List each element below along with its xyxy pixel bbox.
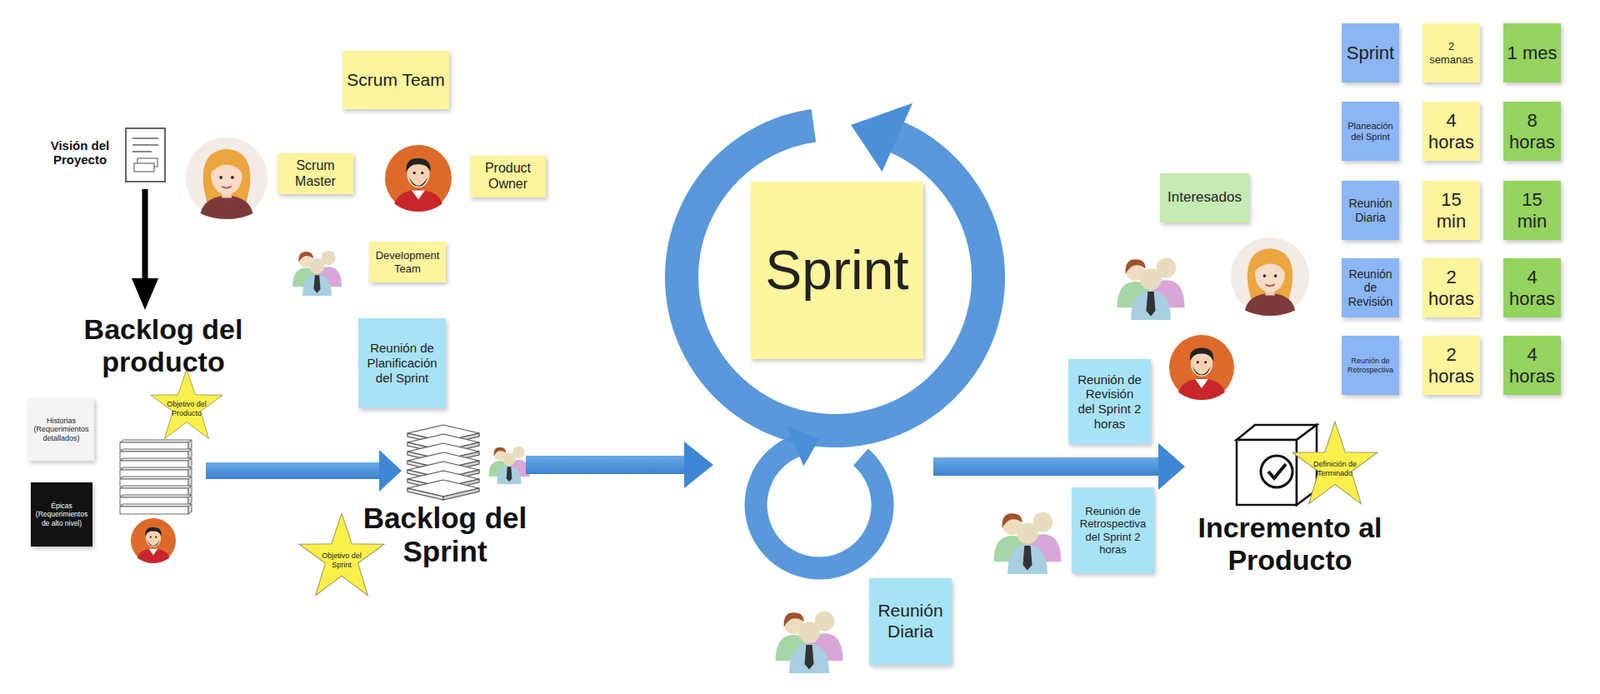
flow-arrow [205, 450, 402, 492]
increment-title: Incremento al Producto [1165, 511, 1415, 577]
node-text: Scrum Team [346, 70, 445, 91]
node-text: 2 horas [1425, 266, 1477, 310]
sprint-note: Sprint [750, 181, 924, 360]
event-note: Reunión Diaria [869, 578, 952, 665]
node-text: 4 horas [1506, 344, 1558, 388]
daily-cycle-arrow [755, 425, 883, 569]
node-text: Objetivo del Producto [161, 400, 212, 418]
star-outline [150, 369, 223, 440]
timebox-cell: 2 horas [1422, 258, 1480, 318]
node-text: 8 horas [1506, 110, 1558, 154]
timebox-cell: 1 mes [1503, 23, 1561, 83]
node-text: Reunión Diaria [872, 600, 949, 643]
node-text: Planeación del Sprint [1345, 120, 1396, 143]
stakeholders-icon [1117, 257, 1185, 320]
timebox-cell: 2 horas [1422, 335, 1480, 395]
team-note: Scrum Team [342, 50, 450, 110]
node-text: Product Owner [473, 160, 543, 193]
flow-arrow [933, 443, 1185, 490]
node-text: Reunión Diaria [1345, 196, 1396, 225]
role-note: Product Owner [470, 155, 546, 198]
document-icon [125, 128, 165, 182]
epics-card: Épicas (Requerimientos de alto nivel) [30, 482, 93, 547]
timebox-cell: 2 semanas [1422, 23, 1480, 83]
node-text: Reunión de Planificación del Sprint [361, 340, 443, 385]
node-text: 4 horas [1425, 110, 1477, 154]
product-owner-avatar [385, 145, 452, 212]
node-text: 2 semanas [1425, 40, 1477, 66]
stakeholders-note: Interesados [1160, 173, 1250, 223]
star-outline [1292, 421, 1378, 505]
node-text: 4 horas [1506, 266, 1558, 310]
scrum-master-avatar [1230, 237, 1310, 316]
node-text: Épicas (Requerimientos de alto nivel) [34, 501, 90, 527]
flow-arrow [525, 441, 714, 489]
product-backlog-stack [120, 440, 192, 515]
timebox-cell: 4 horas [1422, 101, 1480, 161]
node-text: Reunión de Revisión [1345, 267, 1396, 310]
vision-arrow [131, 189, 159, 310]
team-icon [775, 610, 844, 674]
node-text: Objetivo del Sprint [316, 551, 367, 570]
node-text: Scrum Master [280, 158, 350, 190]
event-note: Reunión de Revisión del Sprint 2 horas [1068, 359, 1151, 445]
node-text: Development Team [372, 249, 443, 275]
node-text: 1 mes [1507, 42, 1558, 65]
node-text: Sprint [1346, 42, 1395, 65]
vision-label: Visión del Proyecto [50, 138, 110, 168]
timebox-cell: 15 min [1422, 180, 1480, 240]
node-text: Reunión de Retrospectiva del Sprint 2 ho… [1075, 505, 1151, 556]
node-text: Reunión de Revisión del Sprint 2 horas [1071, 372, 1148, 432]
product-owner-avatar [130, 518, 176, 564]
sprint-cycle-arrow [681, 103, 989, 431]
team-icon [994, 511, 1062, 575]
backlog-title: Backlog del Sprint [345, 501, 545, 570]
timebox-cell: Planeación del Sprint [1341, 101, 1400, 161]
node-text: 15 min [1425, 189, 1477, 233]
timebox-cell: 4 horas [1503, 258, 1561, 318]
team-icon [292, 250, 342, 296]
sprint-backlog-stack [407, 425, 480, 500]
node-text: 15 min [1506, 189, 1558, 233]
timebox-cell: 8 horas [1503, 101, 1561, 161]
team-icon [488, 446, 530, 485]
backlog-title: Backlog del producto [63, 313, 264, 379]
node-text: Definición de Terminado [1310, 460, 1360, 478]
role-note: Development Team [369, 241, 446, 283]
timebox-cell: Reunión de Retrospectiva [1341, 335, 1400, 395]
event-note: Reunión de Planificación del Sprint [358, 318, 446, 409]
timebox-cell: Reunión Diaria [1341, 180, 1400, 240]
node-text: Sprint [765, 238, 909, 304]
timebox-cell: 4 horas [1503, 335, 1561, 395]
increment-box [1236, 425, 1317, 505]
timebox-cell: Reunión de Revisión [1341, 258, 1400, 318]
node-text: Interesados [1167, 189, 1242, 206]
role-note: Scrum Master [277, 153, 354, 195]
goal-star: Objetivo del Producto [149, 367, 225, 443]
node-text: Historias (Requerimientos detallados) [31, 416, 91, 444]
scrum-master-avatar [185, 137, 268, 220]
event-note: Reunión de Retrospectiva del Sprint 2 ho… [1071, 487, 1155, 574]
timebox-cell: Sprint [1341, 23, 1400, 83]
done-star: Definición de Terminado [1290, 420, 1380, 509]
node-text: Reunión de Retrospectiva [1345, 356, 1396, 375]
node-text: 2 horas [1425, 344, 1477, 388]
timebox-cell: 15 min [1503, 180, 1561, 240]
stories-card: Historias (Requerimientos detallados) [28, 398, 95, 461]
product-owner-avatar [1169, 335, 1235, 400]
